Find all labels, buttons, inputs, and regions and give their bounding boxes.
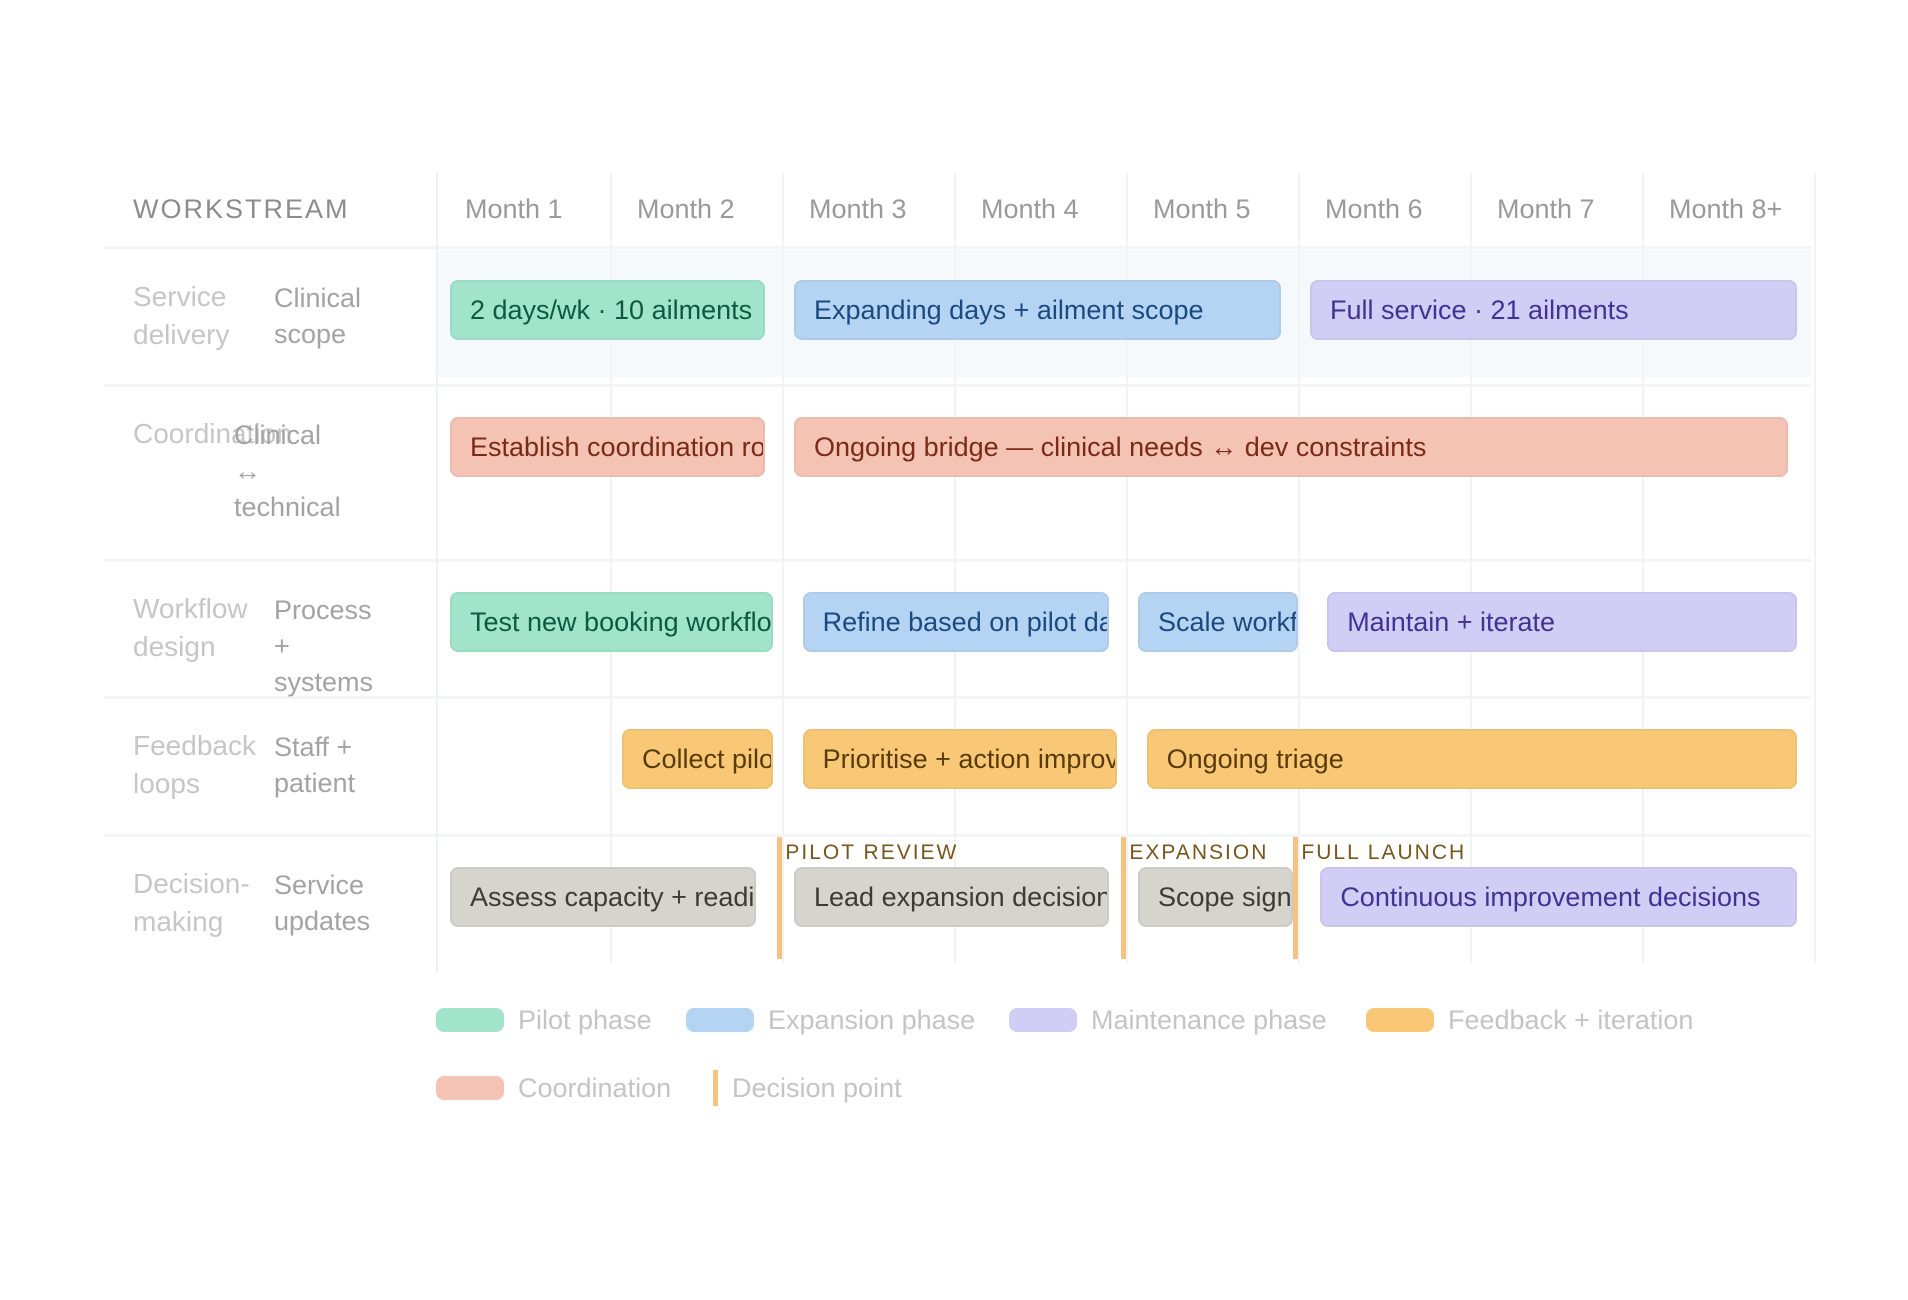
decision-point-marker — [777, 837, 783, 959]
decision-point-label: PILOT REVIEW — [785, 841, 959, 864]
row-label: Decision-making — [133, 868, 250, 937]
decision-point-marker — [1121, 837, 1127, 959]
column-divider — [954, 173, 956, 963]
legend-label: Expansion phase — [768, 1004, 976, 1035]
task-bar: Scope sign-off — [1138, 867, 1293, 927]
column-divider — [436, 173, 438, 973]
row-sublabel: Staff + patient — [274, 732, 356, 798]
month-header: Month 8+ — [1669, 194, 1783, 224]
task-bar: Collect pilot feedback — [622, 729, 774, 789]
task-label: Assess capacity + readiness — [470, 881, 755, 912]
legend-swatch — [436, 1076, 504, 1100]
row-label: Service delivery — [133, 281, 230, 350]
task-label: Scale workflow — [1158, 606, 1298, 637]
task-bar: Scale workflow — [1138, 592, 1298, 652]
column-divider — [610, 173, 612, 963]
legend-label: Pilot phase — [518, 1004, 652, 1035]
row-divider — [104, 696, 1811, 699]
column-divider — [782, 173, 784, 963]
row-divider — [104, 384, 1811, 387]
legend-label: Feedback + iteration — [1448, 1004, 1694, 1035]
legend-label: Maintenance phase — [1091, 1004, 1327, 1035]
task-label: Establish coordination role — [470, 431, 765, 462]
legend-swatch — [436, 1008, 504, 1032]
roadmap-chart: WORKSTREAM Month 1 Month 2 Month 3 Month 4 M… — [104, 173, 1816, 973]
task-bar: Maintain + iterate — [1327, 592, 1797, 652]
task-bar: Ongoing triage — [1146, 729, 1797, 789]
legend-swatch — [1366, 1008, 1434, 1032]
legend-item: Expansion phase — [686, 1000, 975, 1040]
task-label: Refine based on pilot data — [822, 606, 1109, 637]
workstream-header: WORKSTREAM — [133, 194, 350, 224]
column-divider — [1126, 173, 1128, 963]
decision-point-label: FULL LAUNCH — [1301, 841, 1467, 864]
task-label: Scope sign-off — [1158, 881, 1292, 912]
row-sublabel: Clinical scope — [274, 283, 362, 349]
column-divider — [1298, 173, 1300, 963]
task-bar: Expanding days + ailment scope — [794, 280, 1281, 340]
month-header: Month 7 — [1497, 194, 1595, 224]
month-header: Month 2 — [637, 194, 735, 224]
task-bar: Ongoing bridge — clinical needs ↔ dev co… — [794, 417, 1789, 477]
legend-item: Coordination — [436, 1068, 671, 1108]
legend-item: Pilot phase — [436, 1000, 652, 1040]
task-label: Collect pilot feedback — [642, 743, 774, 774]
month-header: Month 1 — [465, 194, 563, 224]
task-label: Expanding days + ailment scope — [814, 294, 1204, 325]
header-divider — [104, 246, 1811, 249]
task-label: 2 days/wk · 10 ailments — [470, 294, 753, 325]
legend-item: Feedback + iteration — [1366, 1000, 1693, 1040]
task-label: Test new booking workflow — [470, 606, 774, 637]
month-header: Month 4 — [981, 194, 1079, 224]
legend-item: Maintenance phase — [1009, 1000, 1327, 1040]
row-label: Feedback loops — [133, 730, 256, 799]
legend-label: Coordination — [518, 1072, 672, 1103]
month-header: Month 3 — [809, 194, 907, 224]
decision-point-label: EXPANSION — [1129, 841, 1269, 864]
month-header: Month 6 — [1325, 194, 1423, 224]
task-bar: Refine based on pilot data — [802, 592, 1109, 652]
legend-label: Decision point — [732, 1072, 902, 1103]
task-bar: Lead expansion decision — [794, 867, 1109, 927]
legend-swatch — [1009, 1008, 1077, 1032]
month-header: Month 5 — [1153, 194, 1251, 224]
decision-point-marker — [1293, 837, 1299, 959]
legend-item: Decision point — [711, 1068, 902, 1108]
row-sublabel: Clinical ↔ technical — [234, 420, 341, 522]
legend-decision-line-icon — [713, 1070, 718, 1106]
task-bar: Continuous improvement decisions — [1320, 867, 1797, 927]
row-label: Coordination — [133, 418, 292, 449]
legend-swatch — [686, 1008, 754, 1032]
column-divider — [1642, 173, 1644, 963]
task-bar: Establish coordination role — [450, 417, 765, 477]
task-label: Prioritise + action improvements — [822, 743, 1118, 774]
task-label: Lead expansion decision — [814, 881, 1109, 912]
row-divider — [104, 834, 1811, 837]
row-sublabel: Service updates — [274, 870, 371, 936]
task-label: Full service · 21 ailments — [1330, 294, 1629, 325]
column-divider — [1814, 173, 1816, 963]
task-label: Maintain + iterate — [1347, 606, 1556, 637]
column-divider — [1470, 173, 1472, 963]
row-sublabel: Process + systems — [274, 595, 374, 697]
task-label: Continuous improvement decisions — [1340, 881, 1761, 912]
row-label: Workflow design — [133, 593, 248, 662]
task-bar: Prioritise + action improvements — [802, 729, 1118, 789]
task-label: Ongoing triage — [1166, 743, 1344, 774]
task-bar: Assess capacity + readiness — [450, 867, 757, 927]
task-bar: Full service · 21 ailments — [1310, 280, 1797, 340]
task-label: Ongoing bridge — clinical needs ↔ dev co… — [814, 431, 1427, 462]
row-divider — [104, 559, 1811, 562]
task-bar: Test new booking workflow — [450, 592, 774, 652]
task-bar: 2 days/wk · 10 ailments — [450, 280, 765, 340]
